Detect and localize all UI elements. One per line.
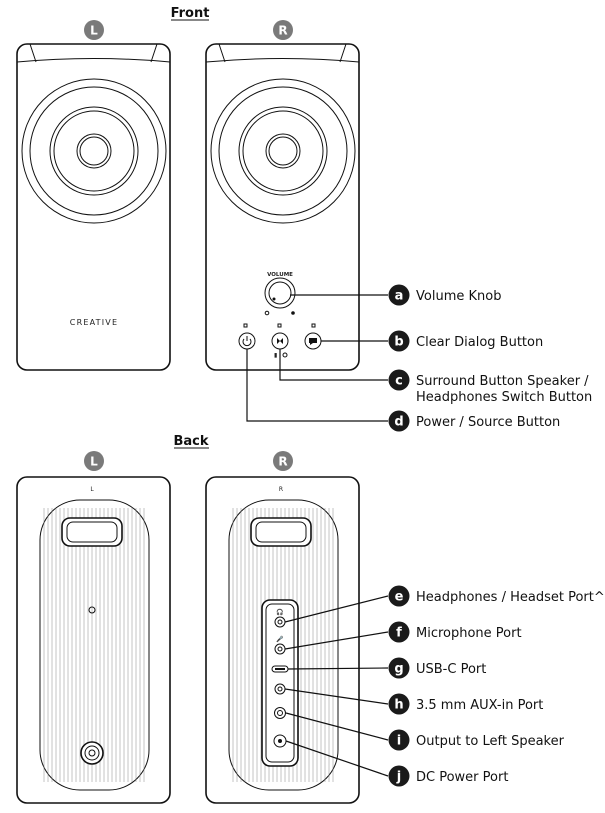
front-right-badge: R — [273, 20, 293, 40]
svg-text:R: R — [278, 455, 287, 469]
output-left-port[interactable] — [274, 707, 286, 719]
svg-text:L: L — [90, 24, 98, 38]
svg-text:e: e — [395, 590, 404, 605]
svg-text:3.5 mm AUX-in Port: 3.5 mm AUX-in Port — [416, 698, 543, 713]
svg-text:Output to Left Speaker: Output to Left Speaker — [416, 734, 565, 749]
volume-label: VOLUME — [267, 272, 293, 278]
callout-e: e Headphones / Headset Port^ — [388, 585, 605, 607]
svg-text:DC Power Port: DC Power Port — [416, 770, 508, 785]
back-right-speaker: R 🎧 🎤 — [205, 476, 360, 804]
back-right-badge: R — [273, 451, 293, 471]
svg-text:L: L — [90, 455, 98, 469]
back-title: Back — [173, 434, 208, 449]
callout-i: i Output to Left Speaker — [388, 729, 565, 751]
callout-a: a Volume Knob — [388, 284, 501, 306]
callout-d: d Power / Source Button — [388, 410, 560, 432]
svg-text:🎤: 🎤 — [276, 635, 284, 643]
svg-text:Headphones / Headset Port^: Headphones / Headset Port^ — [416, 590, 605, 605]
callout-h: h 3.5 mm AUX-in Port — [388, 693, 543, 715]
svg-text:f: f — [396, 626, 402, 641]
svg-text:Microphone Port: Microphone Port — [416, 626, 522, 641]
svg-text:Clear Dialog Button: Clear Dialog Button — [416, 335, 543, 350]
svg-text:a: a — [395, 289, 404, 304]
svg-text:j: j — [396, 770, 401, 785]
svg-text:c: c — [395, 374, 403, 389]
svg-text:g: g — [394, 662, 403, 677]
callout-j: j DC Power Port — [388, 765, 508, 787]
svg-text:Volume Knob: Volume Knob — [416, 289, 501, 304]
back-left-badge: L — [84, 451, 104, 471]
svg-text:L: L — [90, 486, 94, 493]
back-left-speaker: L — [16, 476, 171, 804]
svg-text:Power / Source Button: Power / Source Button — [416, 415, 560, 430]
callout-f: f Microphone Port — [388, 621, 522, 643]
svg-text:R: R — [279, 486, 283, 493]
front-right-speaker: VOLUME ▮ — [205, 43, 360, 371]
svg-text:i: i — [397, 734, 401, 749]
svg-text:R: R — [278, 24, 287, 38]
svg-text:▮: ▮ — [274, 352, 277, 359]
svg-text:USB-C Port: USB-C Port — [416, 662, 486, 677]
front-left-speaker: CREATIVE — [16, 43, 171, 371]
brand-logo: CREATIVE — [70, 318, 118, 327]
back-leader-lines — [284, 595, 389, 777]
svg-text:h: h — [394, 698, 403, 713]
callout-b: b Clear Dialog Button — [388, 330, 543, 352]
svg-text:b: b — [394, 335, 403, 350]
front-title: Front — [171, 6, 210, 21]
volume-knob[interactable] — [264, 277, 296, 309]
svg-text:Headphones Switch Button: Headphones Switch Button — [416, 390, 592, 405]
front-left-badge: L — [84, 20, 104, 40]
callout-c: c Surround Button Speaker / Headphones S… — [388, 369, 592, 405]
svg-text:Surround Button Speaker /: Surround Button Speaker / — [416, 374, 589, 389]
callout-g: g USB-C Port — [388, 657, 486, 679]
svg-text:d: d — [394, 415, 403, 430]
svg-text:🎧: 🎧 — [276, 608, 283, 616]
front-leader-lines — [246, 294, 388, 422]
